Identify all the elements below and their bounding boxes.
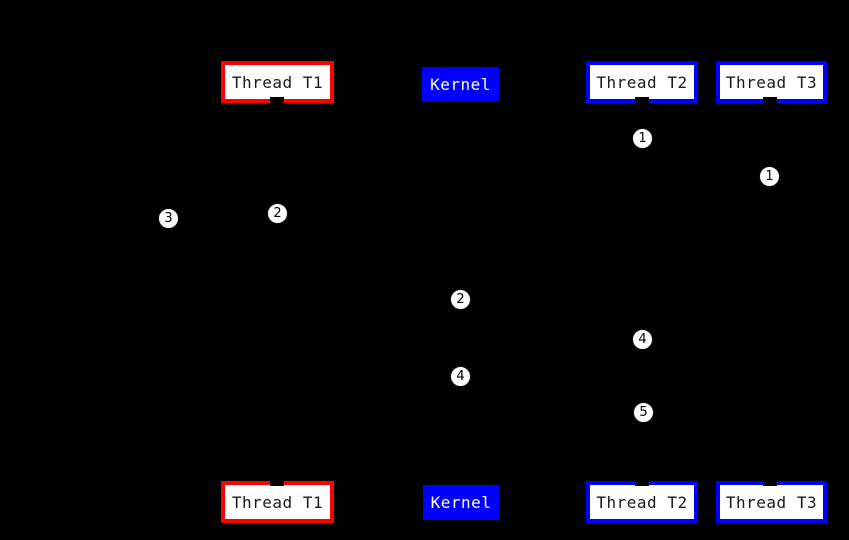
lifeline-notch	[270, 479, 284, 486]
lifeline-notch	[763, 479, 777, 486]
step-marker: 2	[450, 289, 471, 310]
participant-box-kernel-top: Kernel	[422, 67, 499, 101]
lifeline-notch	[635, 479, 649, 486]
participant-box-thread-t1-top: Thread T1	[221, 61, 334, 103]
participant-box-thread-t3-top: Thread T3	[716, 61, 827, 103]
lifeline-notch	[763, 97, 777, 104]
step-marker: 5	[633, 402, 654, 423]
participant-box-thread-t1-bottom: Thread T1	[221, 481, 334, 523]
step-marker: 1	[632, 128, 653, 149]
lifeline-notch	[270, 97, 284, 104]
step-marker: 1	[759, 166, 780, 187]
step-marker: 3	[158, 208, 179, 229]
participant-box-thread-t3-bottom: Thread T3	[716, 481, 827, 523]
step-marker: 4	[632, 329, 653, 350]
participant-box-kernel-bottom: Kernel	[423, 485, 499, 520]
participant-box-thread-t2-bottom: Thread T2	[586, 481, 698, 523]
step-marker: 2	[267, 203, 288, 224]
step-marker: 4	[450, 366, 471, 387]
lifeline-notch	[635, 97, 649, 104]
